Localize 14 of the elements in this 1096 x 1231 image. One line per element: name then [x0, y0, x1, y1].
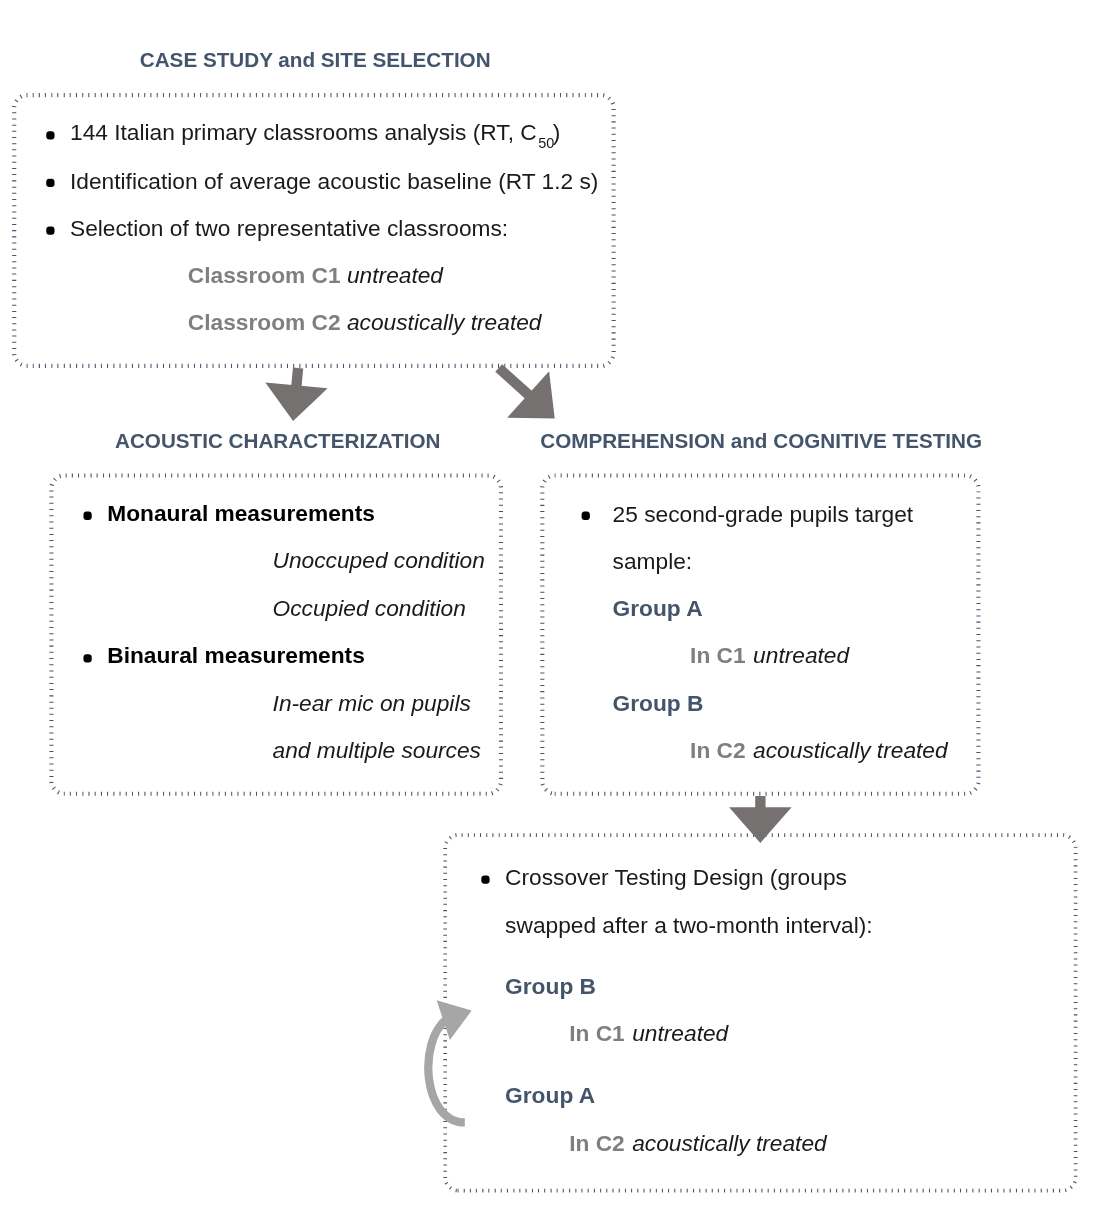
node-box: Monaural measurements Unoccuped condition Occupied condition Binaural measurements In-ear mic on pupils and multiple sources	[49, 472, 504, 796]
node-label: ACOUSTIC CHARACTERIZATION	[114, 428, 441, 452]
node-label: CASE STUDY and SITE SELECTION	[139, 47, 491, 71]
node-label: COMPREHENSION and COGNITIVE TESTING	[540, 428, 983, 452]
node-box: 25 second-grade pupils target sample: Group A In C1 untreated Group B In C2 acoustically treated	[540, 472, 981, 796]
node-text: Group B	[505, 972, 596, 999]
arrow	[495, 363, 555, 418]
cluster	[443, 832, 1078, 1192]
node-label: In C1 untreated	[569, 1019, 729, 1046]
arrow	[265, 367, 328, 421]
node-label: In C2 acoustically treated	[569, 1129, 827, 1156]
node-box: 144 Italian primary classrooms analysis (RT, C$_{50}$) Identification of average acoustic baseline (RT 1.2 s) Selection of two representative classrooms: Classroom C1 untreated Classroom C2 acoustically treated	[12, 92, 616, 368]
node-label: Crossover Testing Design (groups swapped after a two-month interval):	[505, 863, 873, 938]
node-text: Group A	[505, 1081, 596, 1108]
